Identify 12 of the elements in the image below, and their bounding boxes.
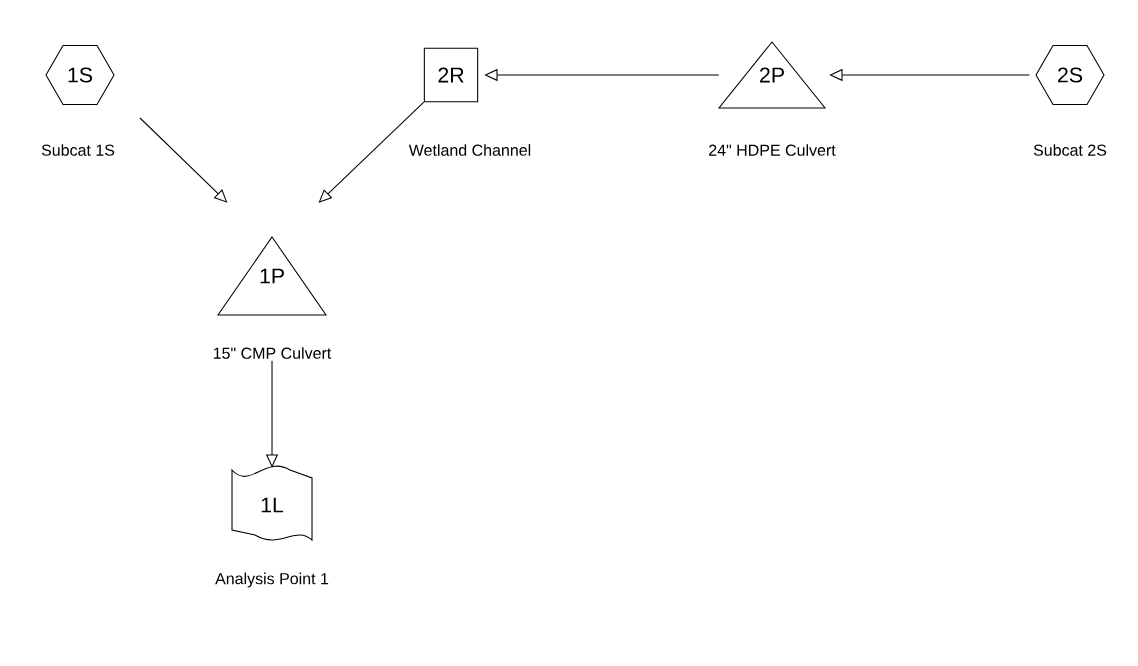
- node-caption: Wetland Channel: [408, 144, 531, 156]
- node-caption: Analysis Point 1: [215, 572, 329, 588]
- pond-triangle: 1P: [217, 236, 328, 316]
- subcatchment-hexagon: 1S: [45, 45, 115, 105]
- arrow: [318, 101, 425, 203]
- node-caption: Subcat 2S: [1033, 144, 1107, 156]
- node-caption: Subcat 1S: [41, 144, 115, 156]
- subcatchment-hexagon: 2S: [1035, 45, 1105, 105]
- arrow: [139, 117, 228, 203]
- node-caption: 15" CMP Culvert: [213, 347, 332, 359]
- reach-square: 2R: [423, 47, 479, 103]
- node-caption: 24" HDPE Culvert: [709, 144, 836, 156]
